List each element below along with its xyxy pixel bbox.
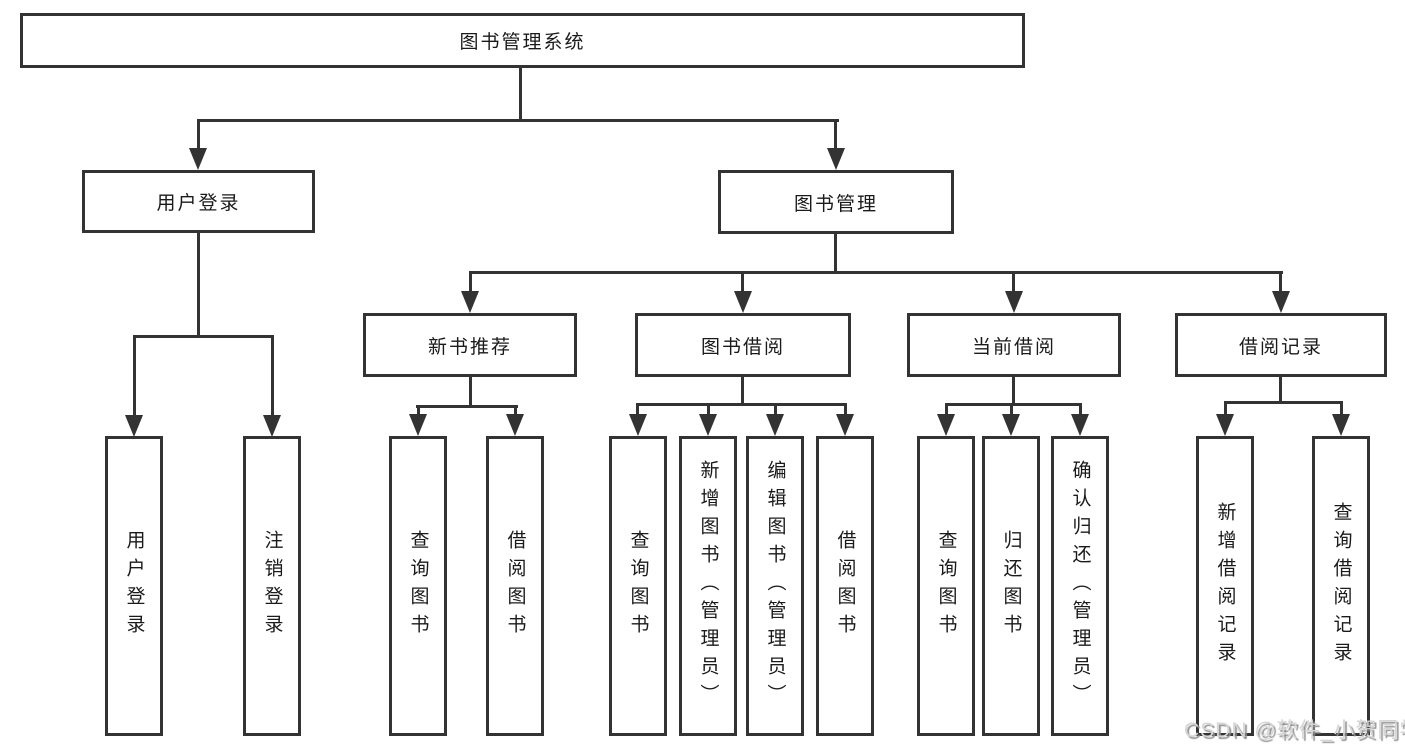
watermark-text: CSDN @软件_小贺同学 bbox=[1184, 719, 1405, 742]
leaf-user-login-label: 用户登录 bbox=[123, 530, 145, 642]
connector-line bbox=[197, 119, 839, 122]
arrow-down bbox=[827, 148, 845, 170]
connector-line bbox=[1012, 271, 1015, 293]
connector-line bbox=[519, 68, 522, 121]
node-book-borrowing: 图书借阅 bbox=[635, 313, 851, 377]
node-book-management-label: 图书管理 bbox=[793, 193, 878, 215]
connector-line bbox=[133, 335, 274, 338]
arrow-down bbox=[461, 291, 479, 313]
leaf-borrowing-query-book: 查询图书 bbox=[609, 436, 667, 736]
node-root-label: 图书管理系统 bbox=[459, 32, 586, 53]
connector-line bbox=[416, 405, 518, 408]
node-new-book-recommend-label: 新书推荐 bbox=[427, 336, 512, 358]
connector-line bbox=[133, 335, 136, 417]
arrow-down bbox=[409, 414, 427, 436]
connector-line bbox=[636, 403, 639, 416]
connector-line bbox=[271, 335, 274, 417]
leaf-user-login: 用户登录 bbox=[105, 436, 163, 736]
connector-line bbox=[834, 119, 837, 150]
leaf-records-query-record: 查询借阅记录 bbox=[1312, 436, 1370, 736]
connector-line bbox=[469, 271, 472, 293]
arrow-down bbox=[1216, 414, 1234, 436]
node-book-borrowing-label: 图书借阅 bbox=[700, 336, 785, 358]
leaf-recommend-borrow-book-label: 借阅图书 bbox=[504, 530, 526, 642]
arrow-down bbox=[1071, 414, 1089, 436]
leaf-current-query-book-label: 查询图书 bbox=[935, 530, 957, 642]
connector-line bbox=[834, 234, 837, 274]
leaf-current-return-book: 归还图书 bbox=[982, 436, 1040, 736]
arrow-down bbox=[189, 148, 207, 170]
arrow-down bbox=[766, 414, 784, 436]
connector-line bbox=[707, 403, 710, 416]
leaf-borrowing-add-book-admin: 新增图书（管理员） bbox=[679, 436, 737, 736]
node-user-login-label: 用户登录 bbox=[156, 193, 241, 214]
connector-line bbox=[417, 405, 420, 416]
connector-line bbox=[741, 271, 744, 293]
connector-line bbox=[844, 403, 847, 416]
connector-line bbox=[469, 377, 472, 407]
node-borrowing-records-label: 借阅记录 bbox=[1238, 336, 1323, 358]
node-current-borrowing: 当前借阅 bbox=[907, 313, 1121, 377]
connector-line bbox=[945, 403, 948, 416]
arrow-down bbox=[699, 414, 717, 436]
connector-line bbox=[945, 403, 1082, 406]
leaf-current-query-book: 查询图书 bbox=[917, 436, 975, 736]
connector-line bbox=[197, 119, 200, 150]
leaf-current-confirm-return-admin-label: 确认归还（管理员） bbox=[1069, 460, 1091, 712]
connector-line bbox=[1079, 403, 1082, 416]
leaf-recommend-borrow-book: 借阅图书 bbox=[486, 436, 544, 736]
leaf-borrowing-edit-book-admin: 编辑图书（管理员） bbox=[746, 436, 804, 736]
connector-line bbox=[514, 405, 517, 416]
connector-line bbox=[1224, 401, 1343, 404]
connector-line bbox=[1340, 401, 1343, 416]
connector-line bbox=[774, 403, 777, 416]
arrow-down bbox=[836, 414, 854, 436]
connector-line bbox=[741, 377, 744, 405]
arrow-down bbox=[125, 415, 143, 437]
arrow-down bbox=[937, 414, 955, 436]
connector-line bbox=[1012, 377, 1015, 405]
connector-line bbox=[1279, 377, 1282, 403]
leaf-logout-label: 注销登录 bbox=[261, 530, 283, 642]
node-root: 图书管理系统 bbox=[20, 13, 1025, 68]
node-borrowing-records: 借阅记录 bbox=[1175, 313, 1387, 377]
leaf-borrowing-edit-book-admin-label: 编辑图书（管理员） bbox=[764, 460, 786, 712]
connector-line bbox=[469, 271, 1283, 274]
leaf-borrowing-borrow-book: 借阅图书 bbox=[816, 436, 874, 736]
arrow-down bbox=[1272, 291, 1290, 313]
node-user-login: 用户登录 bbox=[82, 170, 315, 233]
node-new-book-recommend: 新书推荐 bbox=[363, 313, 577, 377]
connector-line bbox=[1224, 401, 1227, 416]
leaf-logout: 注销登录 bbox=[243, 436, 301, 736]
arrow-down bbox=[629, 414, 647, 436]
arrow-down bbox=[734, 291, 752, 313]
leaf-borrowing-query-book-label: 查询图书 bbox=[627, 530, 649, 642]
leaf-borrowing-add-book-admin-label: 新增图书（管理员） bbox=[697, 460, 719, 712]
leaf-recommend-query-book-label: 查询图书 bbox=[407, 530, 429, 642]
leaf-records-query-record-label: 查询借阅记录 bbox=[1330, 502, 1352, 670]
leaf-borrowing-borrow-book-label: 借阅图书 bbox=[834, 530, 856, 642]
connector-line bbox=[1279, 271, 1282, 293]
leaf-recommend-query-book: 查询图书 bbox=[389, 436, 447, 736]
arrow-down bbox=[263, 415, 281, 437]
arrow-down bbox=[1005, 291, 1023, 313]
arrow-down bbox=[1332, 414, 1350, 436]
arrow-down bbox=[1002, 414, 1020, 436]
arrow-down bbox=[506, 414, 524, 436]
node-book-management: 图书管理 bbox=[718, 170, 954, 234]
connector-line bbox=[637, 403, 847, 406]
leaf-current-confirm-return-admin: 确认归还（管理员） bbox=[1051, 436, 1109, 736]
leaf-records-add-record: 新增借阅记录 bbox=[1196, 436, 1254, 736]
connector-line bbox=[1010, 403, 1013, 416]
leaf-current-return-book-label: 归还图书 bbox=[1000, 530, 1022, 642]
connector-line bbox=[197, 233, 200, 335]
node-current-borrowing-label: 当前借阅 bbox=[971, 336, 1056, 358]
leaf-records-add-record-label: 新增借阅记录 bbox=[1214, 502, 1236, 670]
